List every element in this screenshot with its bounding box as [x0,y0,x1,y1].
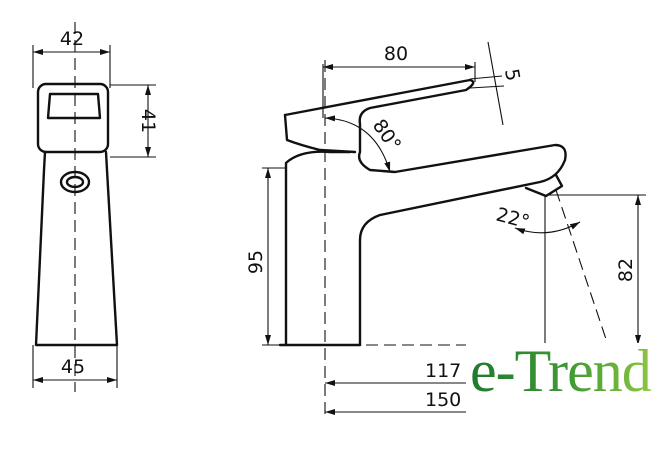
front-handle-window [46,92,102,120]
dim-overall-length: 150 [425,389,461,411]
front-handle [36,82,110,154]
logo-text: e-Trend [470,338,652,404]
dim-base-width: 45 [61,356,85,378]
arc-80 [324,115,391,173]
aerator [59,170,91,194]
dim-spout-reach: 117 [425,360,461,382]
dim-spout-height: 82 [615,258,637,282]
dim-body-height: 95 [245,250,267,274]
dim-line-5 [487,41,504,126]
arc-22 [514,221,581,235]
dim-lever-length: 80 [384,43,408,65]
dim-top-width: 42 [60,28,84,50]
dim-lever-thickness: 5 [500,67,524,83]
lever-front [283,113,357,154]
stream-slanted [555,189,609,346]
side-body-left [284,150,352,347]
front-view: 42 41 45 [32,22,159,392]
aerator-side [524,173,564,198]
dim-handle-height: 41 [137,109,159,133]
dim-lever-angle: 80° [368,115,405,155]
etrend-logo: e-Trend [466,338,670,423]
dim-spout-angle: 22° [494,204,532,234]
aerator-inner [65,175,85,189]
front-body [34,150,119,347]
